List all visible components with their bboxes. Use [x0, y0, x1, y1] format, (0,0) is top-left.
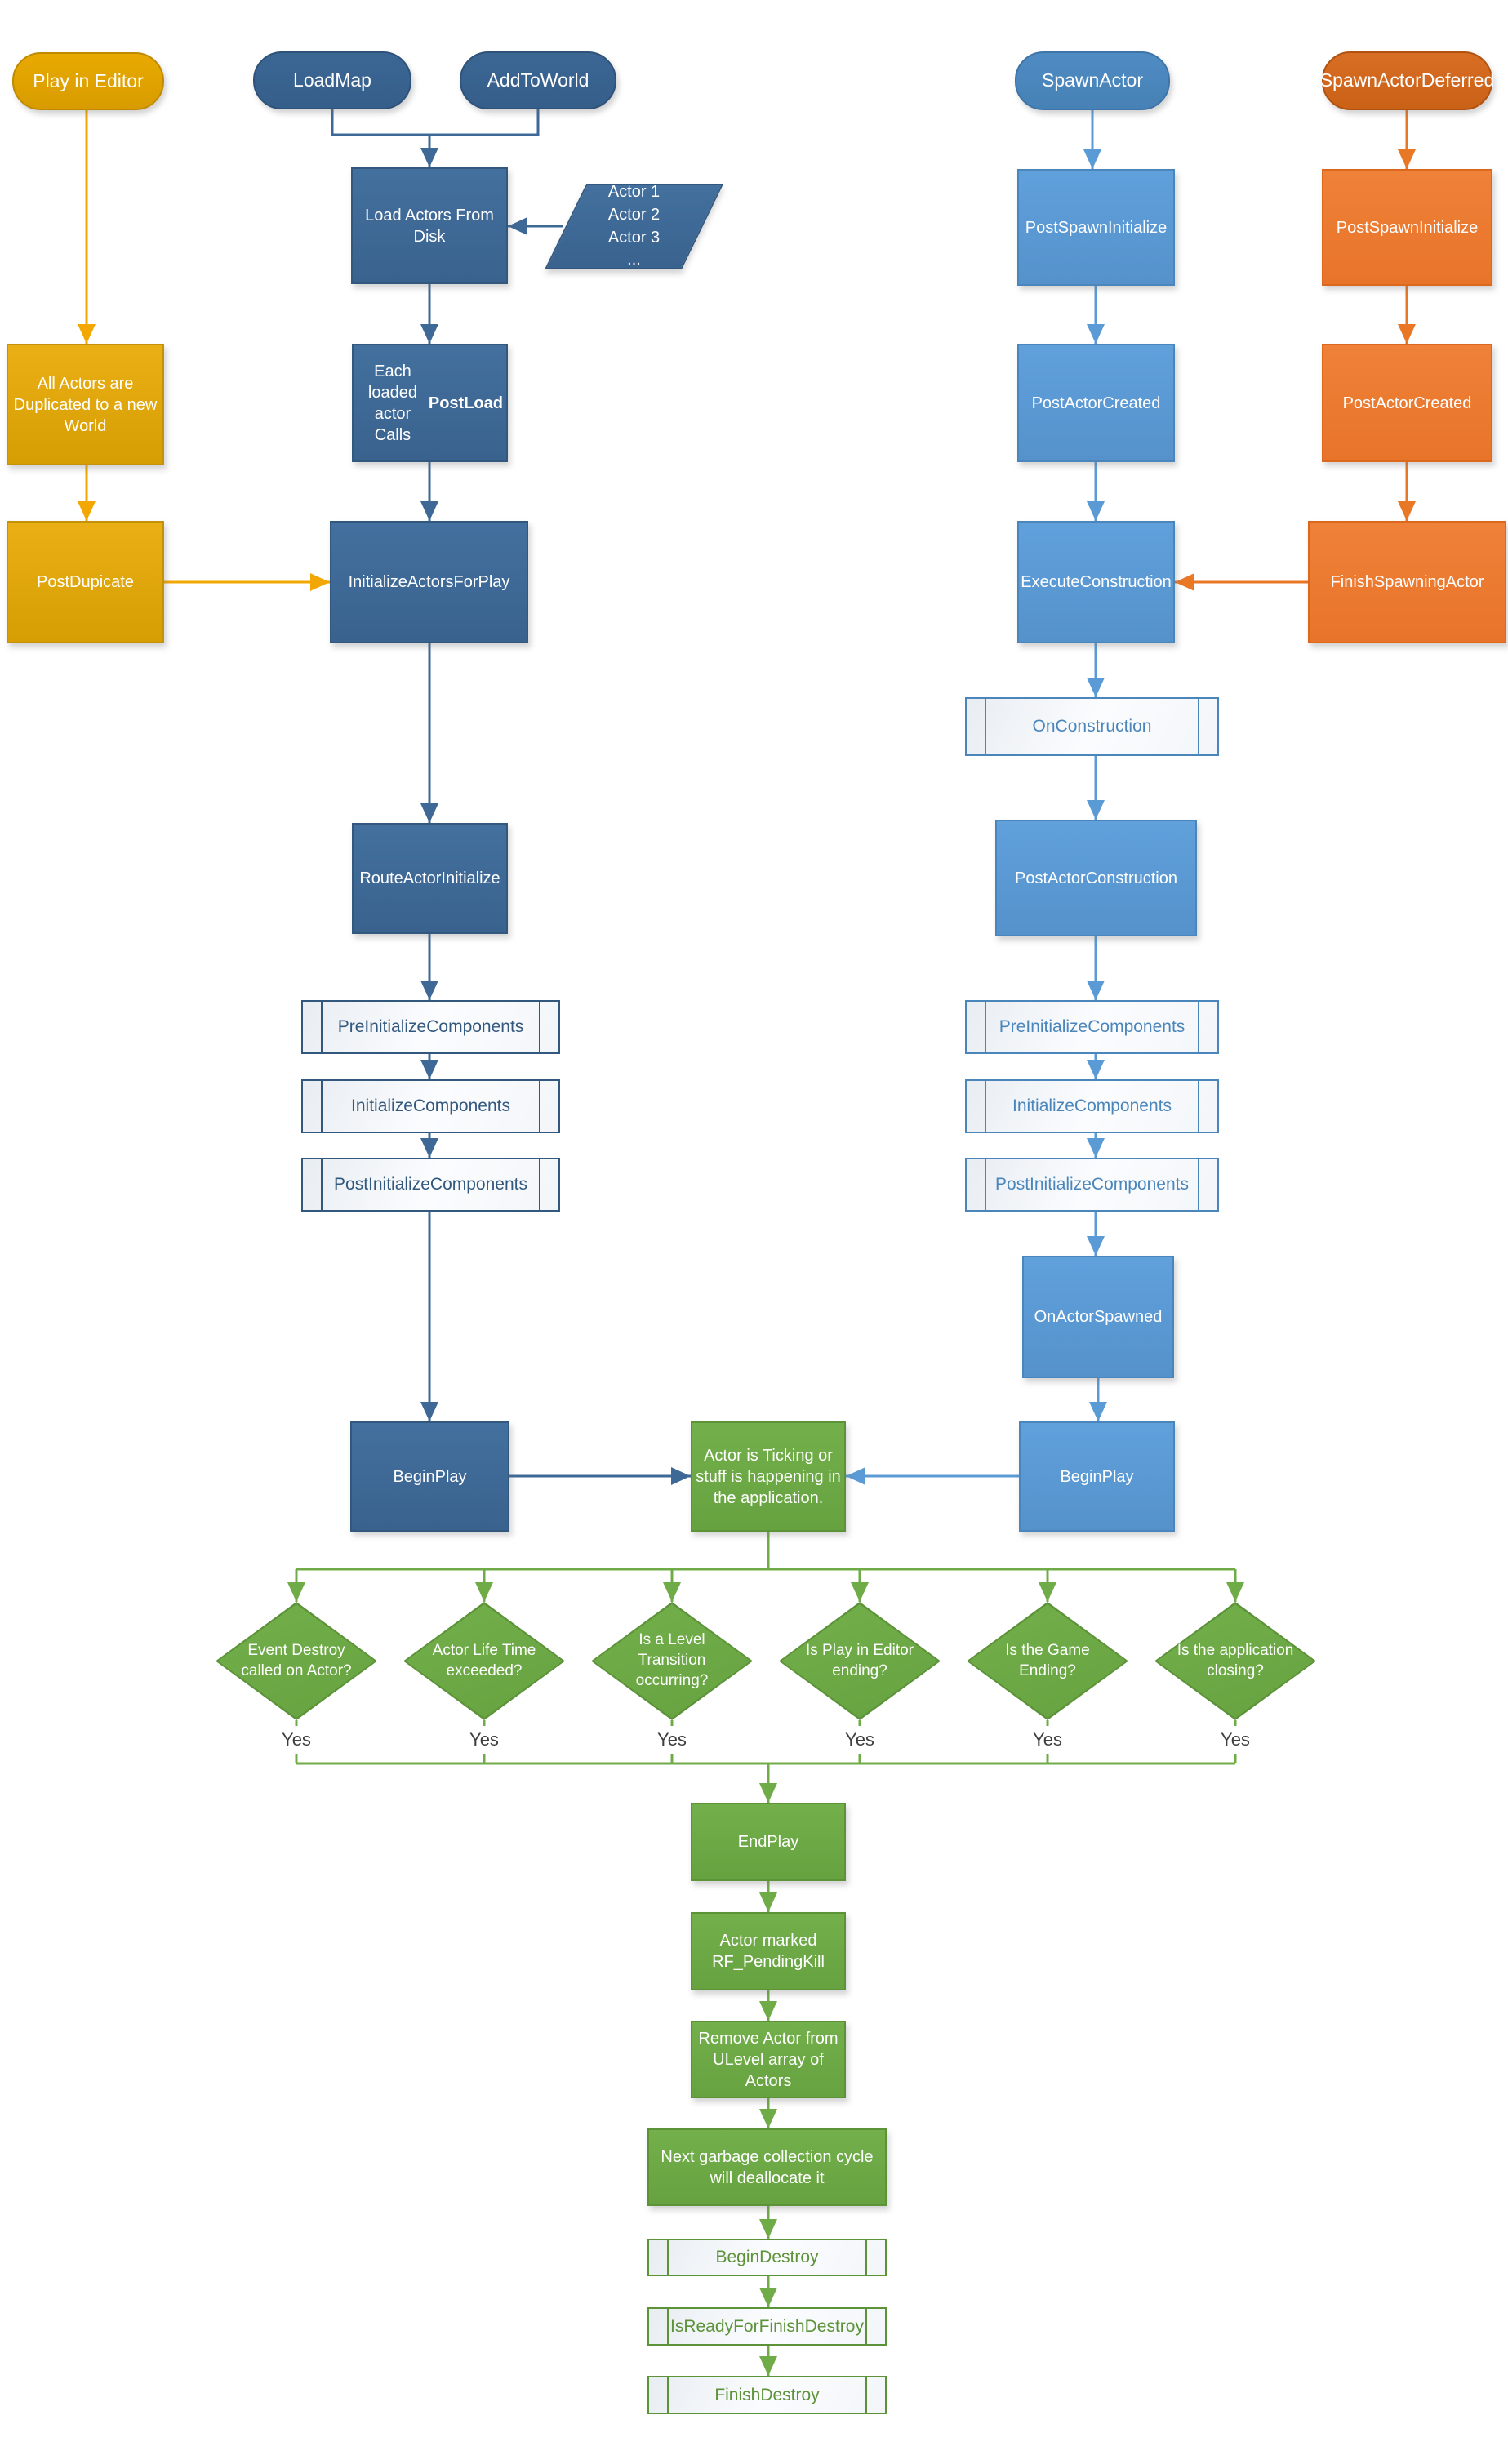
label-yes-5-label: Yes — [1033, 1728, 1062, 1750]
label-yes-2-label: Yes — [469, 1728, 499, 1750]
terminator-loadmap: LoadMap — [253, 51, 411, 109]
terminator-spawnactordeferred: SpawnActorDeferred — [1319, 51, 1495, 110]
process-postactorcreated-spawn-label: PostActorCreated — [1031, 394, 1161, 412]
process-onactorspawned: OnActorSpawned — [1022, 1256, 1174, 1378]
process-initializeactorsforplay: InitializeActorsForPlay — [330, 521, 528, 643]
process-postdupicate: PostDupicate — [7, 521, 164, 643]
process-postactorconstruction: PostActorConstruction — [995, 820, 1197, 936]
predefined-isreadyforfinishdestroy: IsReadyForFinishDestroy — [647, 2307, 887, 2346]
predefined-preinitializecomponents-spawn-label: PreInitializeComponents — [999, 1017, 1185, 1037]
process-postactorcreated-deferred-label: PostActorCreated — [1342, 394, 1472, 412]
predefined-finishdestroy: FinishDestroy — [647, 2376, 887, 2414]
predefined-finishdestroy-label: FinishDestroy — [714, 2385, 820, 2404]
process-postdupicate-label: PostDupicate — [37, 573, 134, 591]
process-endplay: EndPlay — [691, 1803, 846, 1881]
process-postspawninitialize-deferred-label: PostSpawnInitialize — [1336, 218, 1479, 237]
label-yes-3-label: Yes — [657, 1728, 687, 1750]
process-routeactorinitialize: RouteActorInitialize — [352, 823, 508, 934]
terminator-play-in-editor: Play in Editor — [12, 52, 164, 110]
predefined-initializecomponents-load-label: InitializeComponents — [351, 1096, 510, 1116]
predefined-onconstruction: OnConstruction — [965, 697, 1219, 756]
label-yes-3: Yes — [647, 1726, 696, 1754]
process-routeactorinitialize-label: RouteActorInitialize — [359, 870, 500, 887]
terminator-addtoworld-label: AddToWorld — [487, 69, 589, 91]
label-yes-6: Yes — [1211, 1726, 1260, 1754]
process-finishspawningactor-label: FinishSpawningActor — [1330, 573, 1484, 591]
label-yes-1-label: Yes — [282, 1728, 311, 1750]
predefined-preinitializecomponents-load-label: PreInitializeComponents — [337, 1017, 524, 1037]
terminator-play-in-editor-label: Play in Editor — [33, 69, 144, 91]
predefined-onconstruction-label: OnConstruction — [1032, 717, 1152, 736]
process-postspawninitialize-spawn-label: PostSpawnInitialize — [1025, 218, 1168, 237]
terminator-spawnactor-label: SpawnActor — [1041, 69, 1143, 91]
process-beginplay-spawn-label: BeginPlay — [1060, 1467, 1134, 1486]
predefined-preinitializecomponents-spawn: PreInitializeComponents — [965, 1000, 1219, 1054]
process-postspawninitialize-deferred: PostSpawnInitialize — [1322, 169, 1492, 286]
label-yes-2: Yes — [460, 1726, 509, 1754]
process-beginplay-load: BeginPlay — [350, 1421, 509, 1532]
label-yes-4-label: Yes — [845, 1728, 874, 1750]
predefined-postinitializecomponents-spawn-label: PostInitializeComponents — [995, 1175, 1189, 1194]
process-initializeactorsforplay-label: InitializeActorsForPlay — [348, 573, 510, 591]
process-beginplay-load-label: BeginPlay — [393, 1467, 467, 1486]
terminator-spawnactor: SpawnActor — [1015, 51, 1170, 110]
label-yes-4: Yes — [835, 1726, 884, 1754]
label-yes-6-label: Yes — [1221, 1728, 1250, 1750]
predefined-isreadyforfinishdestroy-label: IsReadyForFinishDestroy — [670, 2316, 864, 2336]
terminator-addtoworld: AddToWorld — [460, 51, 616, 109]
predefined-initializecomponents-spawn: InitializeComponents — [965, 1079, 1219, 1133]
label-yes-5: Yes — [1023, 1726, 1072, 1754]
process-postspawninitialize-spawn: PostSpawnInitialize — [1017, 169, 1175, 286]
predefined-begindestroy: BeginDestroy — [647, 2239, 887, 2276]
process-postactorconstruction-label: PostActorConstruction — [1015, 869, 1177, 887]
predefined-preinitializecomponents-load: PreInitializeComponents — [301, 1000, 560, 1054]
predefined-begindestroy-label: BeginDestroy — [715, 2248, 819, 2267]
process-finishspawningactor: FinishSpawningActor — [1308, 521, 1506, 643]
process-postactorcreated-spawn: PostActorCreated — [1017, 344, 1175, 462]
predefined-initializecomponents-load: InitializeComponents — [301, 1079, 560, 1133]
process-beginplay-spawn: BeginPlay — [1019, 1421, 1175, 1532]
predefined-postinitializecomponents-load: PostInitializeComponents — [301, 1158, 560, 1212]
predefined-postinitializecomponents-spawn: PostInitializeComponents — [965, 1158, 1219, 1212]
process-onactorspawned-label: OnActorSpawned — [1034, 1308, 1163, 1326]
terminator-loadmap-label: LoadMap — [293, 69, 371, 91]
process-executeconstruction: ExecuteConstruction — [1017, 521, 1175, 643]
label-yes-1: Yes — [272, 1726, 321, 1754]
process-postactorcreated-deferred: PostActorCreated — [1322, 344, 1492, 462]
predefined-initializecomponents-spawn-label: InitializeComponents — [1012, 1096, 1172, 1116]
process-endplay-label: EndPlay — [737, 1833, 799, 1851]
terminator-spawnactordeferred-label: SpawnActorDeferred — [1319, 69, 1495, 91]
predefined-postinitializecomponents-load-label: PostInitializeComponents — [334, 1175, 527, 1194]
process-executeconstruction-label: ExecuteConstruction — [1021, 573, 1172, 591]
